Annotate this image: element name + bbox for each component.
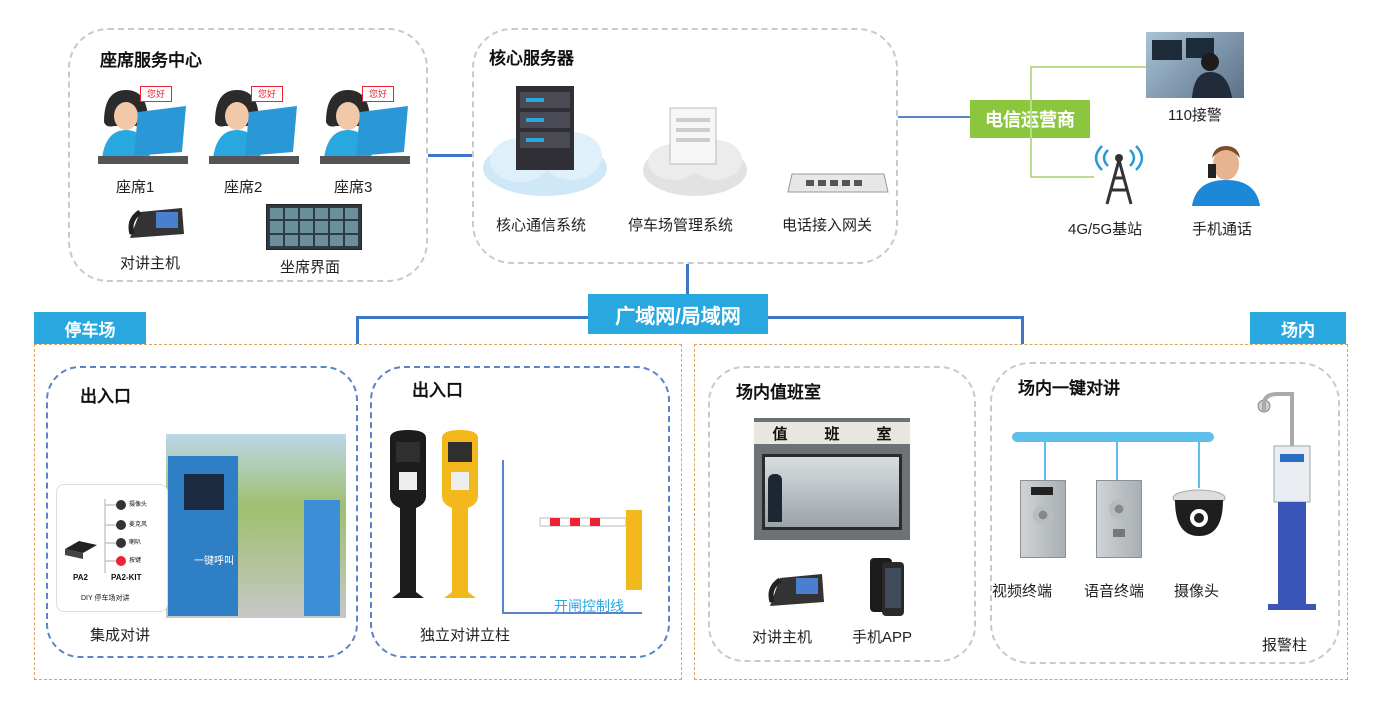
one-key-item-alarm-pillar: 报警柱 <box>1262 634 1307 655</box>
connector-line <box>428 154 472 157</box>
seat-label-2: 座席2 <box>224 176 262 197</box>
entrance-2-title: 出入口 <box>412 376 463 401</box>
duty-room-sign: 值 班 室 <box>754 422 910 444</box>
desk-phone-icon <box>126 204 186 244</box>
network-trunk <box>686 264 689 294</box>
duty-room-photo: 值 班 室 <box>754 418 910 540</box>
kiosk-screen <box>184 474 224 510</box>
kit-label-pa2: PA2 <box>73 573 88 582</box>
connector-line <box>898 116 970 118</box>
gate-control-label: 开闸控制线 <box>554 596 624 616</box>
gate-control-wire <box>502 460 504 612</box>
greeting-bubble: 您好 <box>362 86 394 102</box>
sign-char: 室 <box>876 423 891 444</box>
core-item-label-1: 核心通信系统 <box>496 214 586 235</box>
server-rack-icon <box>480 80 610 200</box>
video-terminal <box>1020 480 1066 558</box>
mobile-caller-icon <box>1188 144 1264 206</box>
kit-item: 喇叭 <box>129 537 141 546</box>
device-bus <box>1012 432 1214 442</box>
seat-label-3: 座席3 <box>334 176 372 197</box>
network-drop-right <box>1021 316 1024 344</box>
kiosk-call-text: 一键呼叫 <box>194 552 234 567</box>
seat-center-title: 座席服务中心 <box>100 46 202 71</box>
intercom-pillar-yellow-icon <box>438 428 482 600</box>
telecom-branch-line <box>1030 176 1094 178</box>
barrier-gate-icon <box>536 508 646 592</box>
kit-caption: DIY 停车场对讲 <box>81 593 130 603</box>
seat-intercom-host-label: 对讲主机 <box>120 252 180 273</box>
telecom-item-110: 110接警 <box>1168 104 1222 125</box>
gateway-icon <box>786 170 890 200</box>
network-badge: 广域网/局域网 <box>588 294 768 334</box>
parking-system-icon <box>640 100 750 200</box>
greeting-bubble: 您好 <box>251 86 283 102</box>
parking-tag: 停车场 <box>34 312 146 344</box>
greeting-bubble: 您好 <box>140 86 172 102</box>
core-item-label-3: 电话接入网关 <box>782 214 872 235</box>
device-drop-line <box>1198 442 1200 488</box>
core-item-label-2: 停车场管理系统 <box>628 214 733 235</box>
duty-room-window <box>762 454 902 530</box>
barrier-box <box>304 500 340 616</box>
telecom-branch-line <box>1030 66 1032 178</box>
telecom-item-mobile-call: 手机通话 <box>1192 218 1252 239</box>
video-terminal-grille <box>1033 505 1053 525</box>
video-terminal-camera <box>1031 487 1053 495</box>
duty-officer <box>768 474 782 522</box>
device-drop-line <box>1116 442 1118 480</box>
operator-icon <box>1146 32 1244 98</box>
voice-terminal <box>1096 480 1142 558</box>
smartphone-icon <box>868 556 908 618</box>
police-operator-photo <box>1146 32 1244 98</box>
seat-ui-label: 坐席界面 <box>280 256 340 277</box>
integrated-intercom-photo: 一键呼叫 <box>166 434 346 618</box>
duty-desk-phone-icon <box>766 568 826 612</box>
intercom-pillar-black-icon <box>386 428 430 600</box>
onsite-tag: 场内 <box>1250 312 1346 344</box>
telecom-branch-line <box>1030 66 1146 68</box>
dome-camera-icon <box>1172 488 1226 540</box>
seat-agent-1: 您好 <box>94 82 194 168</box>
seat-label-1: 座席1 <box>116 176 154 197</box>
kit-item: 摄像头 <box>129 499 147 508</box>
one-key-item-voice-terminal: 语音终端 <box>1084 580 1144 601</box>
seat-agent-2: 您好 <box>205 82 305 168</box>
kit-label-pa2-kit: PA2-KIT <box>111 573 142 582</box>
sign-char: 班 <box>824 423 839 444</box>
one-key-intercom-title: 场内一键对讲 <box>1018 374 1120 399</box>
one-key-item-video-terminal: 视频终端 <box>992 580 1052 601</box>
sign-char: 值 <box>772 423 787 444</box>
kit-item: 麦克风 <box>129 519 147 528</box>
duty-intercom-host-label: 对讲主机 <box>752 626 812 647</box>
alarm-pillar-icon <box>1252 390 1324 618</box>
voice-terminal-grille <box>1109 499 1129 519</box>
kit-item: 按键 <box>129 555 141 564</box>
entrance-2-caption: 独立对讲立柱 <box>420 624 510 645</box>
one-key-item-camera: 摄像头 <box>1174 580 1219 601</box>
device-drop-line <box>1044 442 1046 480</box>
core-server-title: 核心服务器 <box>489 44 574 69</box>
duty-room-title: 场内值班室 <box>736 378 821 403</box>
cell-tower-icon <box>1094 146 1144 206</box>
network-drop-left <box>356 316 359 344</box>
telecom-item-base-station: 4G/5G基站 <box>1068 218 1142 239</box>
seat-ui-screen <box>266 204 362 250</box>
diy-kit-card: 摄像头 麦克风 喇叭 按键 PA2 PA2-KIT DIY 停车场对讲 <box>56 484 168 612</box>
entrance-1-title: 出入口 <box>80 382 131 407</box>
voice-terminal-button <box>1113 529 1125 537</box>
duty-mobile-app-label: 手机APP <box>852 626 912 647</box>
seat-agent-3: 您好 <box>316 82 416 168</box>
entrance-1-caption: 集成对讲 <box>90 624 150 645</box>
